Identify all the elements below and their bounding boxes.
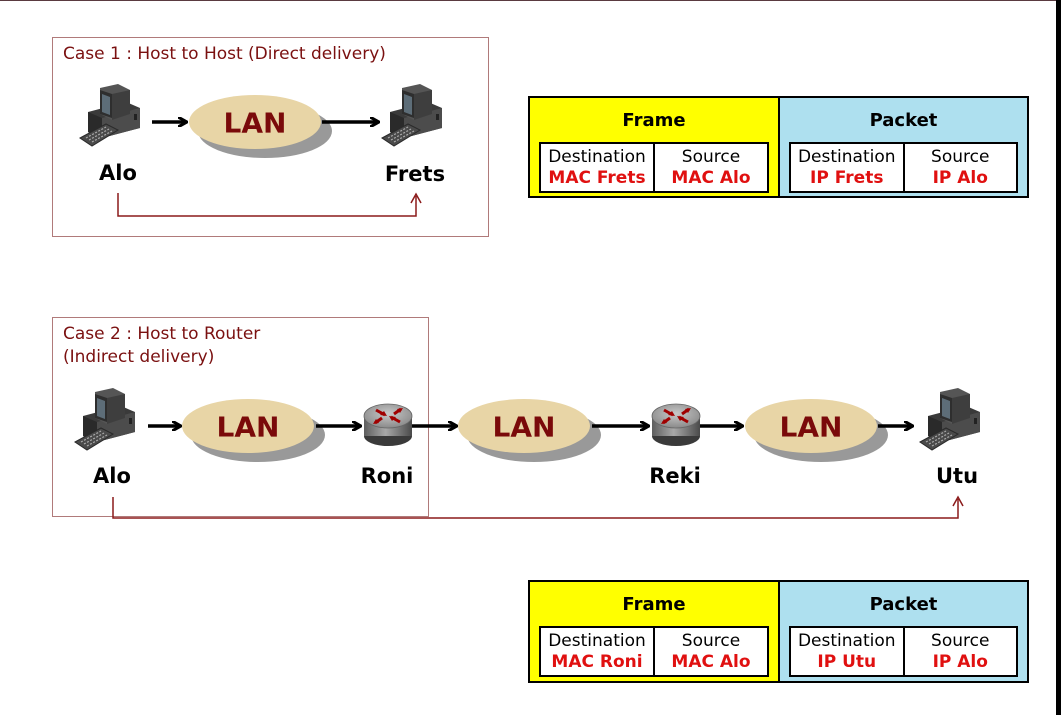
- router-label-reki: Reki: [649, 464, 701, 488]
- right-border: [1056, 0, 1061, 715]
- delivery-path-line: [117, 193, 417, 217]
- frame-section: Frame Destination MAC Roni Source MAC Al…: [530, 582, 780, 681]
- frame-destination-field: Destination MAC Frets: [541, 144, 653, 191]
- host-label-frets: Frets: [384, 162, 446, 186]
- lan-cloud: [189, 95, 321, 149]
- field-label: Destination: [548, 147, 646, 167]
- field-value: MAC Frets: [548, 168, 646, 188]
- case2-header-table: Frame Destination MAC Roni Source MAC Al…: [528, 580, 1029, 683]
- frame-source-field: Source MAC Alo: [653, 144, 767, 191]
- router-label-roni: Roni: [360, 464, 414, 488]
- frame-title: Frame: [622, 594, 686, 615]
- top-border: [0, 0, 1056, 1]
- packet-source-field: Source IP Alo: [902, 628, 1017, 675]
- frame-title: Frame: [622, 110, 686, 131]
- field-value: IP Alo: [932, 652, 988, 672]
- lan-label: LAN: [492, 410, 556, 444]
- packet-title: Packet: [869, 110, 938, 131]
- frame-destination-field: Destination MAC Roni: [541, 628, 653, 675]
- host-label-alo: Alo: [99, 161, 137, 185]
- frame-fields: Destination MAC Roni Source MAC Alo: [539, 626, 769, 677]
- packet-fields: Destination IP Utu Source IP Alo: [789, 626, 1018, 677]
- frame-fields: Destination MAC Frets Source MAC Alo: [539, 142, 769, 193]
- field-label: Destination: [797, 147, 896, 167]
- case1-box: [52, 37, 489, 237]
- lan-label: LAN: [779, 410, 843, 444]
- field-label: Destination: [797, 631, 896, 651]
- packet-section: Packet Destination IP Utu Source IP Alo: [780, 582, 1027, 681]
- host-icon: [381, 83, 443, 147]
- case1-diagram: [79, 83, 443, 217]
- case1-header-table: Frame Destination MAC Frets Source MAC A…: [528, 96, 1029, 198]
- field-label: Source: [931, 147, 990, 167]
- router-icon: [362, 402, 414, 448]
- field-value: IP Utu: [817, 652, 877, 672]
- host-label-alo: Alo: [93, 464, 131, 488]
- router-icon: [650, 402, 702, 448]
- field-label: Source: [681, 147, 741, 167]
- host-icon: [919, 387, 981, 451]
- case2-box: [52, 317, 429, 517]
- packet-source-field: Source IP Alo: [902, 144, 1017, 191]
- host-icon: [74, 387, 136, 451]
- field-value: IP Frets: [810, 168, 884, 188]
- lan-cloud: [182, 399, 314, 453]
- frame-section: Frame Destination MAC Frets Source MAC A…: [530, 98, 780, 196]
- packet-fields: Destination IP Frets Source IP Alo: [789, 142, 1018, 193]
- field-value: MAC Alo: [671, 652, 751, 672]
- field-value: IP Alo: [932, 168, 988, 188]
- packet-section: Packet Destination IP Frets Source IP Al…: [780, 98, 1027, 196]
- case2-diagram: [74, 387, 981, 519]
- case1-title: Case 1 : Host to Host (Direct delivery): [63, 44, 386, 64]
- lan-cloud: [458, 399, 590, 453]
- host-icon: [79, 83, 141, 147]
- field-label: Destination: [548, 631, 646, 651]
- field-value: MAC Alo: [671, 168, 751, 188]
- delivery-path-arrow: [952, 495, 964, 507]
- case2-title: Case 2 : Host to Router (Indirect delive…: [63, 324, 261, 367]
- lan-label: LAN: [216, 410, 280, 444]
- packet-destination-field: Destination IP Utu: [791, 628, 903, 675]
- lan-label: LAN: [223, 106, 287, 140]
- packet-title: Packet: [869, 594, 938, 615]
- field-value: MAC Roni: [551, 652, 643, 672]
- delivery-path-line: [112, 497, 959, 519]
- host-label-utu: Utu: [935, 464, 979, 488]
- lan-cloud: [745, 399, 877, 453]
- delivery-path-arrow: [410, 192, 422, 204]
- packet-destination-field: Destination IP Frets: [791, 144, 903, 191]
- field-label: Source: [931, 631, 990, 651]
- frame-source-field: Source MAC Alo: [653, 628, 767, 675]
- field-label: Source: [681, 631, 741, 651]
